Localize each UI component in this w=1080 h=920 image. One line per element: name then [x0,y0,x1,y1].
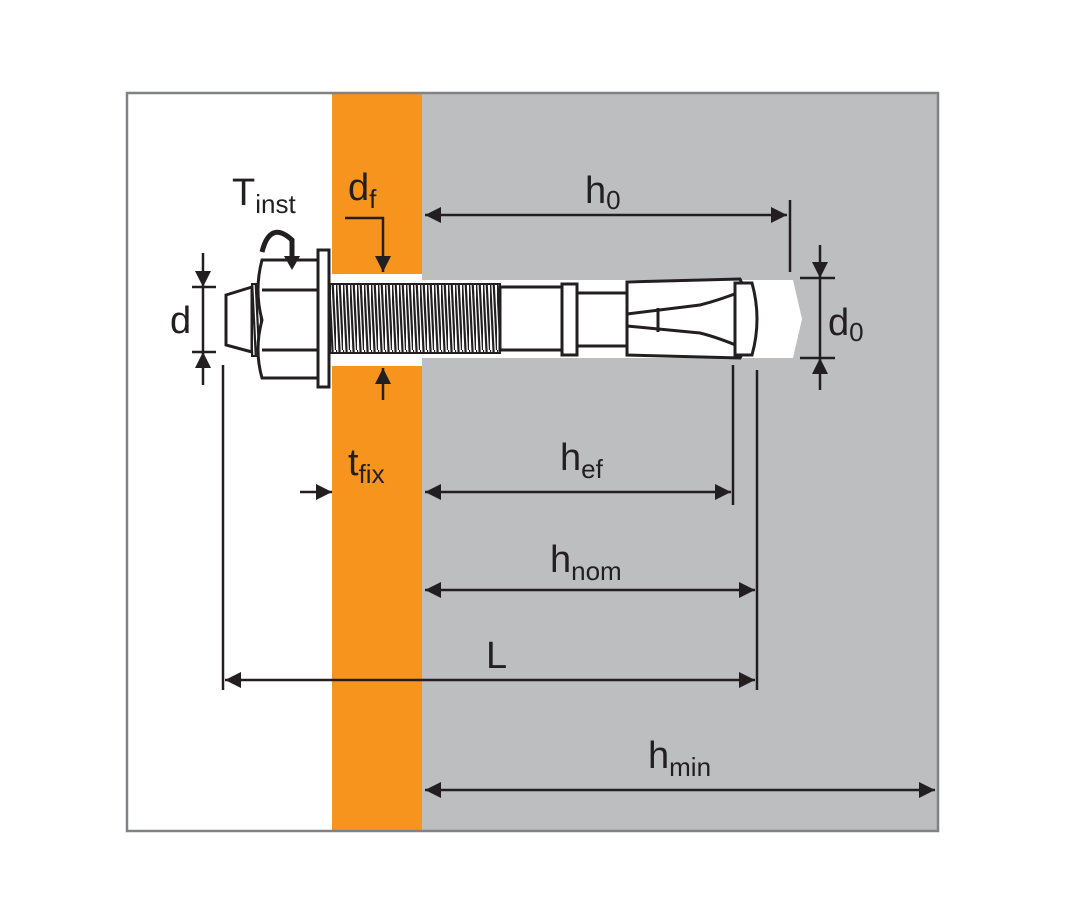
frame-border [125,91,940,833]
torque-arrow-icon [259,229,295,262]
label-df: df [348,167,377,214]
ring [560,282,579,357]
washer [316,248,331,389]
shank [498,285,564,352]
free-space [128,94,332,830]
concrete-base [422,94,938,830]
label-d: d [170,300,191,342]
label-hef: hef [560,437,604,484]
label-tinst: Tinst [232,172,296,219]
label-hmin: hmin [648,735,711,782]
rod-tip [224,284,254,354]
label-l: L [486,635,507,677]
wedge-anchor [224,248,759,389]
label-tfix: tfix [348,442,385,489]
label-hnom: hnom [550,539,622,586]
label-d0: d0 [828,302,864,347]
hex-nut [256,258,320,380]
neck [575,291,629,348]
cone-end [733,281,759,357]
fixture-plate [332,94,422,830]
threaded-rod [329,283,501,354]
